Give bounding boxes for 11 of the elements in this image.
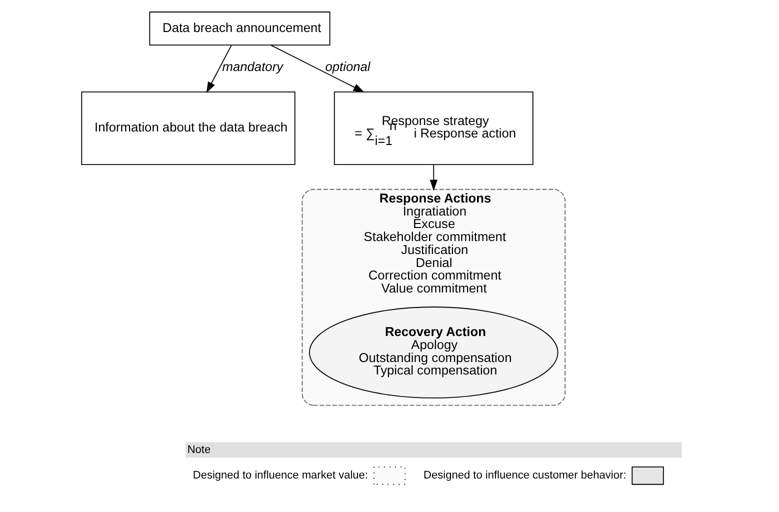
- node-box: Data breach announcement: [148, 12, 330, 46]
- legend-label: Designed to influence customer behavior:: [423, 469, 626, 482]
- arrow: [429, 164, 438, 191]
- node-box: Information about the data breach: [80, 92, 295, 166]
- legend-label: Designed to influence market value:: [192, 469, 368, 482]
- arrow: [206, 44, 232, 93]
- edge-label: optional: [324, 59, 370, 74]
- arrow: [270, 44, 364, 92]
- label: Note: [186, 444, 210, 456]
- node-ellipse: Recovery Action Apology Outstanding compensation Typical compensation: [308, 306, 558, 398]
- edge-label: mandatory: [222, 59, 283, 74]
